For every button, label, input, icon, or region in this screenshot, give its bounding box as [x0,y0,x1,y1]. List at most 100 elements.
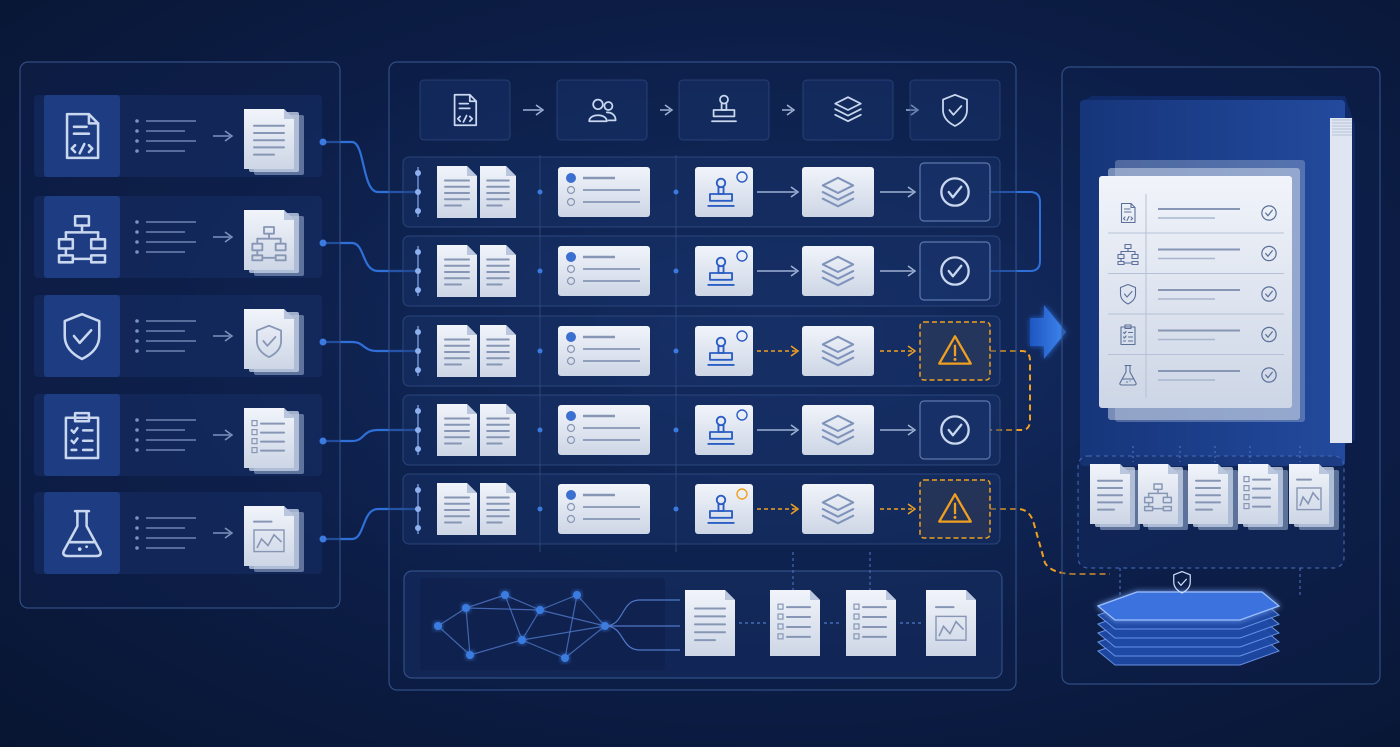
stamp-card [695,246,753,296]
pipeline-row-3[interactable] [402,315,1001,387]
source-arrow [213,527,234,539]
pipeline-row-2[interactable] [402,235,1001,307]
row-arrow [880,265,917,277]
index-item[interactable] [1119,194,1277,398]
bullet-dot [135,438,139,442]
source-icon-tile [44,95,120,177]
row-rail-node [415,208,421,214]
ok-box [919,400,991,460]
arrow-head [790,265,800,277]
network-link [604,625,680,651]
network-edge [469,639,523,656]
stamp-status-dot [736,330,748,342]
source-port [319,338,327,346]
pipeline-panel [388,61,1017,691]
network-edge [564,594,578,659]
review-card-bg [558,405,650,455]
row-node [537,348,543,354]
source-row-checklist[interactable] [34,394,327,476]
doc-checkbox [853,633,860,640]
stage-header-arrow [782,104,796,116]
doc-checkbox [853,613,860,620]
network-edge [504,594,523,641]
row-node [673,506,679,512]
source-to-pipeline-connector [323,507,418,541]
arrow-head [910,104,920,116]
row-rail-node [415,487,421,493]
assembly-card [802,405,874,455]
flowchart-icon [1143,483,1173,512]
row-rail-node [415,249,421,255]
network-edge [437,607,467,627]
source-to-pipeline-connector [323,140,418,194]
binder-pages-edge [1330,118,1352,443]
stamp-card [695,326,753,376]
source-port [319,239,327,247]
arrow-head [907,265,917,277]
bullet-dot [135,220,139,224]
doc-checkbox [251,420,258,427]
source-document-lab [244,506,304,572]
check-circle-icon [1261,245,1277,262]
stage-header-review [556,79,674,141]
source-arrow [213,429,234,441]
row-status-ok [919,241,991,301]
review-bullet [566,197,576,207]
pipeline-row-1[interactable] [402,156,1001,228]
network-edge [576,594,606,627]
arrow-head [224,429,234,441]
bullet-dot [135,546,139,550]
source-row-code[interactable] [34,95,327,177]
review-card [558,246,650,296]
arrow-head [224,527,234,539]
stamp-icon [707,256,735,286]
pipeline-row-4[interactable] [402,394,1001,466]
arrow-head [790,186,800,198]
doc-fold [284,408,294,418]
doc-fold [506,483,516,493]
source-arrow [213,130,234,142]
stamp-icon [707,494,735,524]
assembly-card [802,326,874,376]
doc-fold [506,325,516,335]
bullet-dot [135,536,139,540]
stamp-icon [707,177,735,207]
stage-header-tile [556,79,648,141]
doc-fold [1168,464,1178,474]
source-port [319,138,327,146]
pipeline-row-5[interactable] [402,473,1001,545]
layers-icon [821,176,855,208]
row-status-ok [919,162,991,222]
assembly-card [802,484,874,534]
stage-header-document [419,79,545,141]
shield-check-icon [1173,570,1191,594]
source-to-pipeline-connector [323,241,418,273]
stamp-card [695,484,753,534]
doc-chart-line [256,533,283,549]
stage-header-assemble [802,79,920,141]
stamp-card [695,405,753,455]
check-circle-icon [940,415,970,445]
review-card [558,167,650,217]
source-row-security[interactable] [34,295,327,377]
network-edge [539,609,606,627]
doc-fold [810,590,820,600]
doc-chart-frame [253,529,285,553]
doc-fold [1319,464,1329,474]
network-edge [521,625,606,641]
doc-fold [725,590,735,600]
bullet-dot [135,129,139,133]
source-document-code [244,109,304,175]
row-rail-node [415,446,421,452]
source-row-flow[interactable] [34,196,327,278]
row-document-b [480,325,516,377]
doc-checkbox [777,633,784,640]
doc-fold [284,109,294,119]
bullet-dot [135,329,139,333]
row-rail-node [415,268,421,274]
doc-fold [506,404,516,414]
doc-fold [284,309,294,319]
network-node [434,622,442,630]
row-rail-node [415,506,421,512]
source-row-lab[interactable] [34,492,327,574]
